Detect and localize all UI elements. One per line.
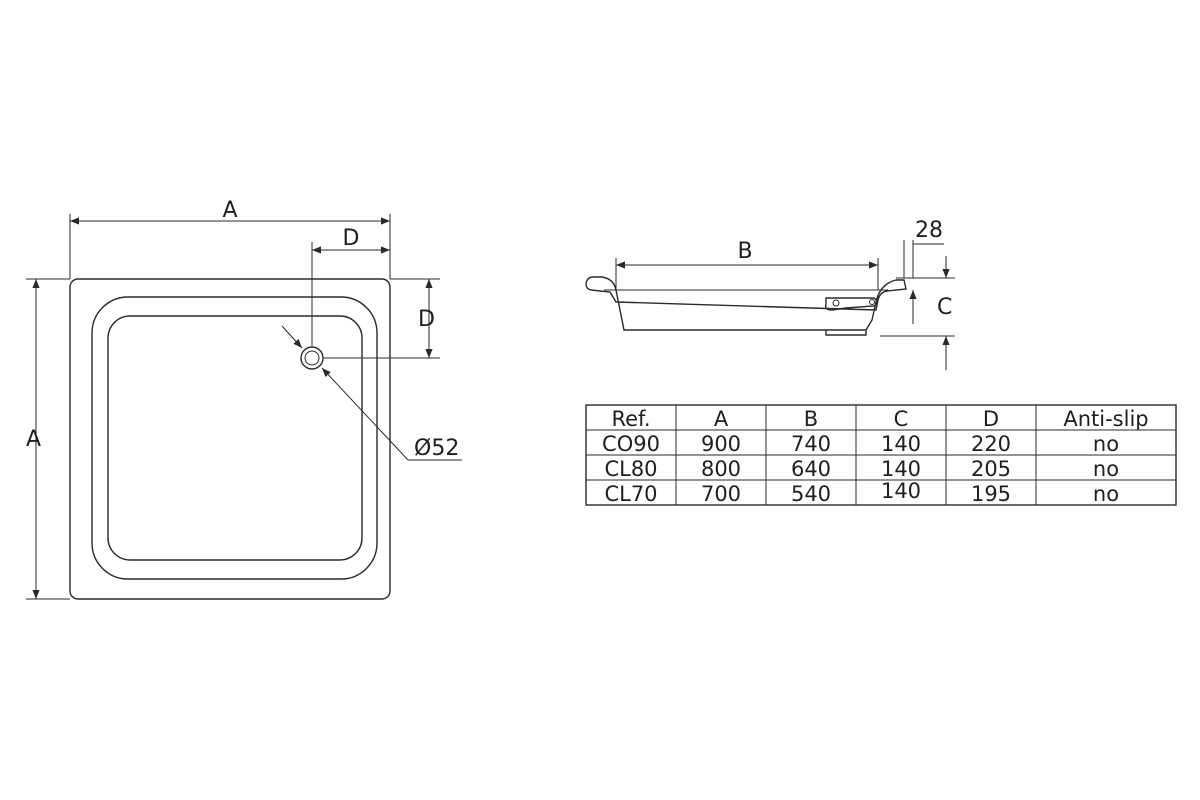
- table-cell: 900: [701, 432, 741, 456]
- dimension-b-label: B: [737, 239, 752, 264]
- table-header-cell: Anti-slip: [1063, 407, 1148, 431]
- dimension-28-label: 28: [915, 218, 943, 243]
- diameter-label: Ø52: [414, 436, 459, 461]
- table-row: CO90 900 740 140 220 no: [602, 432, 1119, 456]
- dimension-a-top-label: A: [222, 198, 237, 223]
- tray-side-profile: [585, 276, 907, 331]
- tray-foot: [825, 330, 867, 336]
- table-cell: CO90: [602, 432, 660, 456]
- dimension-c-label: C: [937, 295, 952, 320]
- table-header-cell: B: [804, 407, 818, 431]
- dimension-table: Ref. A B C D Anti-slip CO90 900 740 140 …: [585, 404, 1177, 506]
- drain-outlet-hole: [832, 299, 840, 307]
- table-cell: 205: [971, 457, 1011, 481]
- table-cell: 140: [881, 457, 921, 481]
- table-cell: 540: [791, 482, 831, 506]
- table-cell: 800: [701, 457, 741, 481]
- tray-basin-outer: [91, 296, 378, 580]
- side-view: B 28 C: [585, 218, 955, 370]
- table-cell: 140: [881, 432, 921, 456]
- dimension-d-top-label: D: [343, 226, 360, 251]
- table-header-cell: C: [894, 407, 909, 431]
- tray-outer-outline: [69, 278, 391, 600]
- table-cell: 220: [971, 432, 1011, 456]
- table-cell: no: [1093, 432, 1119, 456]
- table-header-cell: A: [714, 407, 729, 431]
- table-header-cell: D: [983, 407, 999, 431]
- table-cell: 195: [971, 482, 1011, 506]
- table-header-cell: Ref.: [611, 407, 650, 431]
- table-row: CL80 800 640 140 205 no: [604, 457, 1119, 481]
- diameter-leader: [321, 367, 409, 461]
- table-cell: 700: [701, 482, 741, 506]
- table-cell: 740: [791, 432, 831, 456]
- table-cell: 640: [791, 457, 831, 481]
- dimension-a-left-label: A: [26, 427, 41, 452]
- table-cell: no: [1093, 457, 1119, 481]
- tray-basin-inner: [107, 315, 363, 561]
- table-cell: CL80: [604, 457, 657, 481]
- drain-inner-circle: [304, 350, 320, 366]
- table-header-row: Ref. A B C D Anti-slip: [611, 407, 1148, 431]
- table-cell: CL70: [604, 482, 657, 506]
- drain-outlet: [824, 297, 878, 311]
- table-cell: no: [1093, 482, 1119, 506]
- drain-outer-circle: [300, 346, 324, 370]
- table-cell: 140: [881, 479, 921, 503]
- plan-view: A D D A Ø52: [26, 198, 462, 600]
- diameter-arrow-in: [281, 325, 303, 349]
- table-row: CL70 700 540 140 195 no: [604, 479, 1119, 506]
- drain-outlet-hole: [869, 299, 875, 305]
- dimension-d-right-label: D: [418, 307, 435, 332]
